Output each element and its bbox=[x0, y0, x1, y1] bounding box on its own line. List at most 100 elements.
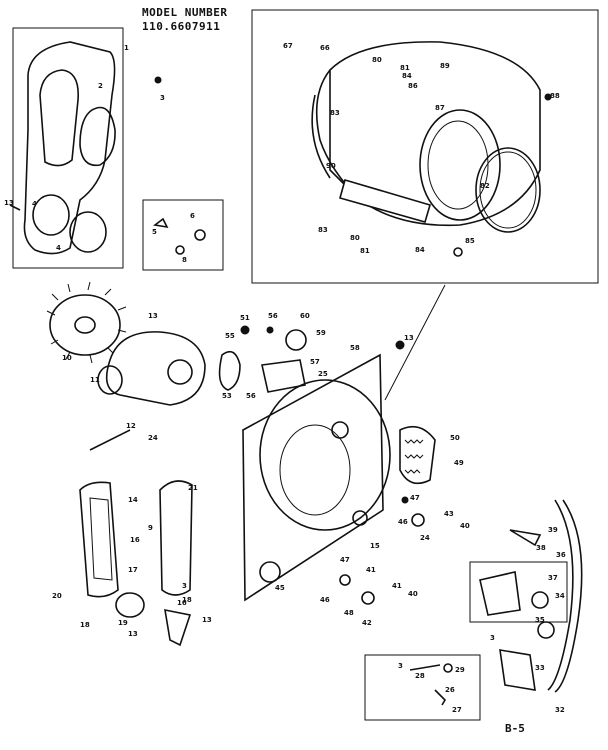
callout-24b: 24 bbox=[420, 534, 430, 542]
callout-89: 89 bbox=[440, 62, 450, 70]
callout-81b: 81 bbox=[360, 247, 370, 255]
drum-group bbox=[251, 9, 599, 284]
model-header: MODEL NUMBER 110.6607911 bbox=[142, 6, 227, 34]
callout-38: 38 bbox=[536, 544, 546, 552]
rear-panel-vent bbox=[259, 561, 281, 583]
blower-group bbox=[46, 281, 206, 406]
callout-42: 42 bbox=[362, 619, 372, 627]
screw-part-3 bbox=[395, 340, 405, 350]
blower-fins bbox=[46, 281, 127, 364]
callouts: 1 2 3 4 13 4 5 6 8 67 66 80 81 84 86 89 … bbox=[4, 42, 566, 714]
rear-panel-inner-opening bbox=[279, 424, 351, 516]
filter-bracket bbox=[89, 429, 131, 451]
screw-43 bbox=[401, 496, 409, 504]
clips-box bbox=[142, 199, 224, 271]
callout-3c: 3 bbox=[490, 634, 495, 642]
callout-11: 11 bbox=[90, 376, 100, 384]
drum-roller bbox=[453, 247, 463, 257]
callout-4: 4 bbox=[32, 200, 37, 208]
callout-37: 37 bbox=[548, 574, 558, 582]
callout-67: 67 bbox=[283, 42, 293, 50]
callout-56: 56 bbox=[268, 312, 278, 320]
rear-panel-port bbox=[331, 421, 349, 439]
rear-panel-group bbox=[242, 353, 391, 602]
callout-57: 57 bbox=[310, 358, 320, 366]
callout-24: 24 bbox=[148, 434, 158, 442]
callout-66: 66 bbox=[320, 44, 330, 52]
callout-48: 48 bbox=[344, 609, 354, 617]
callout-14: 14 bbox=[128, 496, 138, 504]
callout-27: 27 bbox=[452, 706, 462, 714]
callout-88: 88 bbox=[550, 92, 560, 100]
washer-41 bbox=[361, 591, 375, 605]
drum-to-cabinet-leader bbox=[384, 284, 446, 401]
callout-36: 36 bbox=[556, 551, 566, 559]
blower-housing bbox=[105, 331, 206, 406]
callout-50: 50 bbox=[450, 434, 460, 442]
drive-belt-inner bbox=[554, 499, 583, 693]
callout-86: 86 bbox=[408, 82, 418, 90]
lint-filter-screen bbox=[89, 497, 113, 581]
callout-80b: 80 bbox=[350, 234, 360, 242]
callout-29: 29 bbox=[455, 666, 465, 674]
callout-18: 18 bbox=[80, 621, 90, 629]
callout-47b: 47 bbox=[340, 556, 350, 564]
motor bbox=[479, 571, 521, 616]
duct-oval-opening bbox=[39, 69, 79, 167]
callout-8: 8 bbox=[182, 256, 187, 264]
callout-3b: 3 bbox=[182, 582, 187, 590]
clips-group bbox=[142, 199, 224, 271]
callout-20: 20 bbox=[52, 592, 62, 600]
callout-18b: 18 bbox=[182, 596, 192, 604]
callout-46: 46 bbox=[398, 518, 408, 526]
washer-47 bbox=[339, 574, 351, 586]
callout-53: 53 bbox=[222, 392, 232, 400]
callout-87: 87 bbox=[435, 104, 445, 112]
drive-belt bbox=[547, 499, 574, 691]
callout-45: 45 bbox=[275, 584, 285, 592]
screw-part-2 bbox=[266, 326, 274, 334]
callout-85: 85 bbox=[465, 237, 475, 245]
motor-clip bbox=[509, 529, 542, 547]
filter-cap bbox=[115, 592, 145, 618]
callout-25: 25 bbox=[318, 370, 328, 378]
callout-2: 2 bbox=[98, 82, 103, 90]
callout-41: 41 bbox=[366, 566, 376, 574]
drum-front-seal-inner bbox=[479, 151, 537, 229]
callout-5: 5 bbox=[152, 228, 157, 236]
callout-4b: 4 bbox=[56, 244, 61, 252]
callout-51: 51 bbox=[240, 314, 250, 322]
lint-filter bbox=[159, 480, 193, 596]
callout-15: 15 bbox=[370, 542, 380, 550]
blower-wheel bbox=[49, 294, 121, 356]
callout-13e: 13 bbox=[202, 616, 212, 624]
callout-43: 43 bbox=[444, 510, 454, 518]
callout-59: 59 bbox=[316, 329, 326, 337]
callout-10: 10 bbox=[62, 354, 72, 362]
callout-35: 35 bbox=[535, 616, 545, 624]
drum-front-seal bbox=[475, 147, 541, 233]
callout-40: 40 bbox=[460, 522, 470, 530]
callout-83: 83 bbox=[318, 226, 328, 234]
callout-56b: 56 bbox=[246, 392, 256, 400]
clip-nut bbox=[194, 229, 206, 241]
bottom-parts-box bbox=[364, 654, 481, 721]
lint-filter-group bbox=[79, 429, 193, 647]
washer-46 bbox=[411, 513, 425, 527]
rear-panel-hole bbox=[352, 510, 368, 526]
callout-6: 6 bbox=[190, 212, 195, 220]
drum bbox=[329, 41, 541, 227]
callout-13a: 13 bbox=[4, 199, 14, 207]
exhaust-duct-box bbox=[12, 27, 124, 269]
model-number: 110.6607911 bbox=[142, 20, 221, 33]
model-label: MODEL NUMBER bbox=[142, 6, 228, 19]
duct-seal bbox=[79, 106, 116, 167]
idler-pulley bbox=[537, 621, 555, 639]
callout-3d: 3 bbox=[398, 662, 403, 670]
callout-82: 82 bbox=[480, 182, 490, 190]
callout-84: 84 bbox=[402, 72, 412, 80]
exhaust-duct-group bbox=[9, 27, 162, 269]
callout-39: 39 bbox=[548, 526, 558, 534]
thermostat bbox=[285, 329, 307, 351]
callout-12: 12 bbox=[126, 422, 136, 430]
